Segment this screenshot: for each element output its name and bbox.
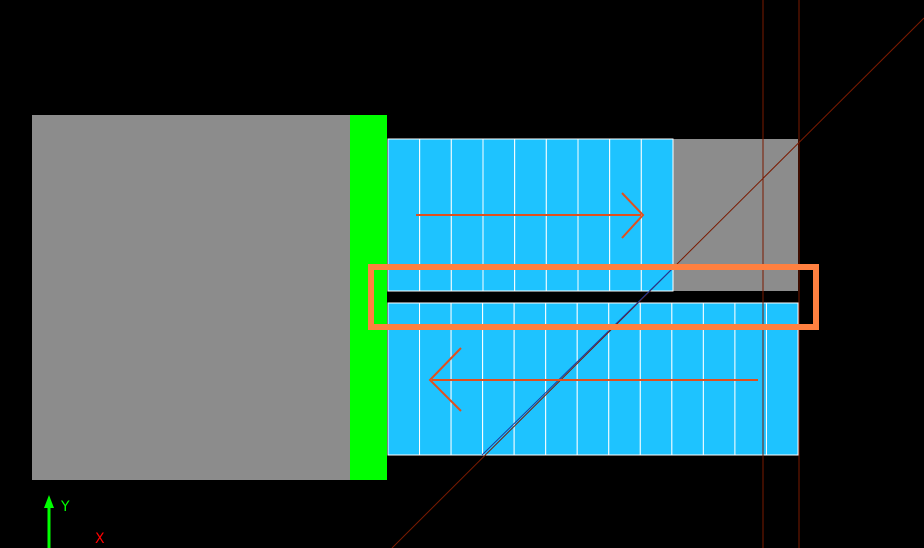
ucs-y-arrowhead [44,495,54,508]
ucs-icon: Y X [44,495,105,548]
ucs-x-label: X [95,531,105,547]
walk-direction-arrow-right [416,192,645,239]
walk-direction-arrow-left [428,347,758,412]
ucs-y-label: Y [60,499,70,515]
selection-highlight[interactable] [368,264,819,330]
diagonal-cut-line[interactable] [481,267,674,456]
wall-block[interactable] [32,115,352,480]
construction-lines [391,0,924,548]
